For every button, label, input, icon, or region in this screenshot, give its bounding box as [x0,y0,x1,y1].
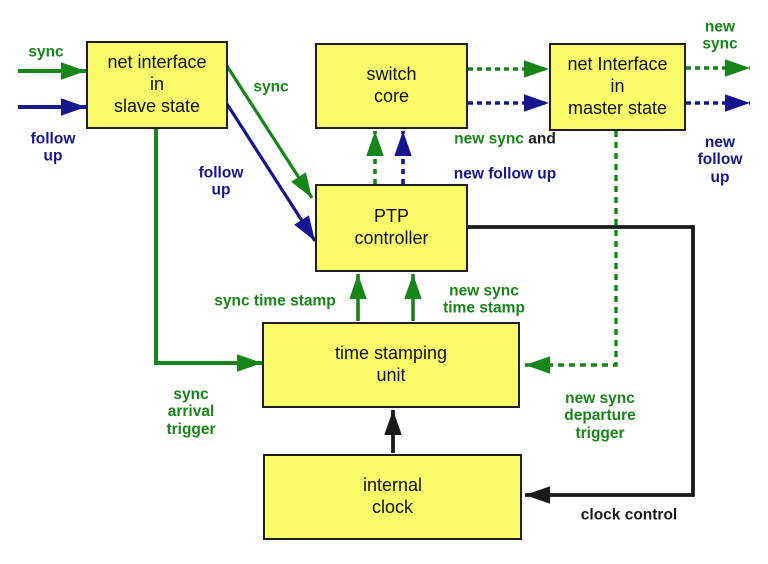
box-net-interface-slave: net interface in slave state [86,41,228,129]
label-and-part: and [523,130,556,148]
label-new-sync-part: new sync [454,130,524,148]
sync-arrival-trigger-arrow [154,129,262,372]
label-new-follow-up-part: new follow up [453,165,557,183]
box-switch-core: switch core [315,43,468,129]
label-follow-up-to-ptp: follow up [198,164,244,199]
label-new-sync-time-stamp: new sync time stamp [443,282,525,317]
label-new-follow-up-out: new follow up [697,133,743,186]
label-new-sync-departure-trigger: new sync departure trigger [564,389,636,442]
label-new-sync-out: new sync [702,18,738,53]
label-sync-arrival-trigger: sync arrival trigger [166,385,216,438]
label-sync-time-stamp: sync time stamp [214,292,336,310]
label-sync-to-ptp: sync [253,78,289,96]
box-internal-clock: internal clock [263,454,522,540]
clock-control-line [468,225,695,504]
label-follow-up-in: follow up [30,130,76,165]
sync-to-ptp-arrow [225,65,314,199]
box-ptp-controller: PTP controller [315,184,468,272]
follow-up-to-ptp-arrow [225,103,317,242]
new-sync-departure-trigger-arrow [525,131,618,374]
box-time-stamping-unit: time stamping unit [262,322,520,408]
label-sync-in: sync [28,43,64,61]
label-clock-control: clock control [580,506,678,524]
label-line-new-sync-and: new sync and [454,131,556,148]
label-new-sync-and-new-follow-up: new sync and new follow up [454,114,556,201]
box-net-interface-master: net Interface in master state [549,43,686,131]
